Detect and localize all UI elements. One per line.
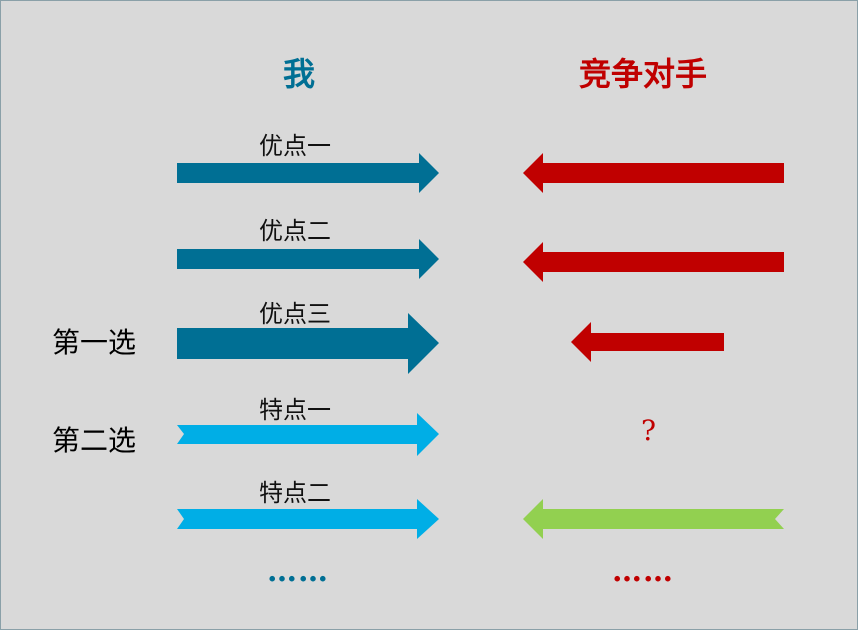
my-arrow-feature-2 bbox=[177, 499, 439, 539]
second-choice-label: 第二选 bbox=[52, 424, 137, 457]
my-arrow-feature-1 bbox=[177, 413, 439, 456]
row-label-advantage-3: 优点三 bbox=[259, 300, 331, 328]
row-label-advantage-2: 优点二 bbox=[259, 217, 331, 245]
row-label-feature-2: 特点二 bbox=[259, 479, 331, 507]
row-label-advantage-1: 优点一 bbox=[259, 132, 331, 160]
row-label-feature-1: 特点一 bbox=[259, 396, 331, 424]
competitor-arrow-5 bbox=[523, 499, 784, 539]
my-arrow-advantage-3 bbox=[177, 313, 439, 374]
my-arrow-advantage-1 bbox=[177, 153, 439, 193]
my-ellipsis: …… bbox=[267, 554, 329, 589]
competitor-arrow-2 bbox=[523, 242, 784, 282]
competitor-arrow-1 bbox=[523, 153, 784, 193]
competitor-arrow-3 bbox=[571, 322, 724, 362]
competitor-unknown-mark: ? bbox=[641, 414, 657, 447]
competitor-ellipsis: …… bbox=[612, 554, 674, 589]
competitor-header: 竞争对手 bbox=[579, 55, 708, 93]
my-header: 我 bbox=[283, 55, 316, 93]
my-arrow-advantage-2 bbox=[177, 239, 439, 279]
first-choice-label: 第一选 bbox=[52, 326, 137, 359]
